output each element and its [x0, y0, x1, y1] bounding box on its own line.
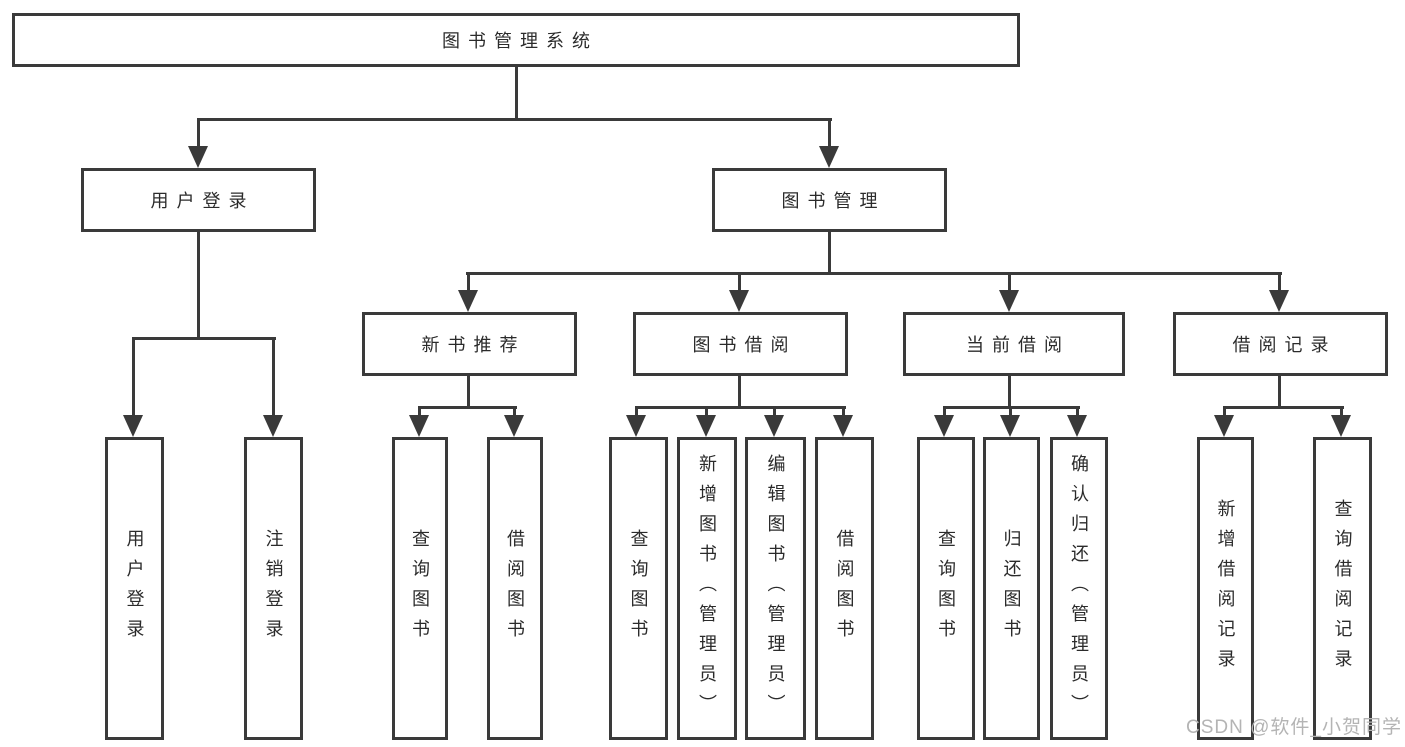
- arrow-down-icon: [1000, 409, 1021, 437]
- node-user-login: 用户登录: [81, 168, 316, 232]
- leaf-label: 查询图书: [628, 528, 649, 649]
- node-label: 新书推荐: [421, 335, 526, 355]
- leaf-edit-books-admin: 编辑图书（管理员）: [745, 437, 806, 740]
- leaf-label: 确认归还（管理员）: [1069, 453, 1089, 724]
- connector-stub: [738, 376, 741, 408]
- connector-book-management-stub: [828, 232, 831, 274]
- node-label: 图书借阅: [692, 335, 797, 355]
- leaf-label: 编辑图书（管理员）: [765, 453, 786, 724]
- leaf-borrow-books: 借阅图书: [487, 437, 543, 740]
- node-book-management: 图书管理: [712, 168, 947, 232]
- node-new-book-recommendation: 新书推荐: [362, 312, 577, 376]
- leaf-label: 用户登录: [124, 528, 145, 649]
- node-book-borrowing: 图书借阅: [633, 312, 848, 376]
- arrow-down-icon: [696, 409, 717, 437]
- leaf-confirm-return-admin: 确认归还（管理员）: [1050, 437, 1108, 740]
- connector-rail-group: [418, 406, 517, 409]
- arrow-down-icon: [626, 409, 647, 437]
- node-label: 用户登录: [150, 191, 255, 211]
- leaf-label: 新增图书（管理员）: [697, 453, 717, 724]
- node-label: 图书管理系统: [442, 31, 598, 51]
- connector-user-login-stub: [197, 232, 200, 339]
- node-label: 图书管理: [781, 191, 886, 211]
- arrow-down-icon: [458, 275, 479, 312]
- leaf-return-books: 归还图书: [983, 437, 1040, 740]
- arrow-down-icon: [819, 118, 840, 168]
- connector-root-stub: [515, 67, 518, 120]
- node-label: 借阅记录: [1232, 335, 1337, 355]
- leaf-label: 查询图书: [410, 528, 430, 649]
- leaf-user-login: 用户登录: [105, 437, 164, 740]
- arrow-down-icon: [263, 339, 284, 437]
- connector-stub: [1278, 376, 1281, 408]
- node-library-management-system: 图书管理系统: [12, 13, 1020, 67]
- leaf-label: 归还图书: [1001, 528, 1022, 649]
- arrow-down-icon: [1331, 409, 1352, 437]
- connector-rail-user-login: [132, 337, 276, 340]
- connector-rail-group: [635, 406, 846, 409]
- connector-stub: [467, 376, 470, 408]
- arrow-down-icon: [123, 339, 144, 437]
- connector-rail-group: [1223, 406, 1344, 409]
- arrow-down-icon: [999, 275, 1020, 312]
- csdn-watermark: CSDN @软件_小贺同学: [1186, 717, 1402, 738]
- arrow-down-icon: [1214, 409, 1235, 437]
- arrow-down-icon: [1269, 275, 1290, 312]
- arrow-down-icon: [833, 409, 854, 437]
- leaf-logout: 注销登录: [244, 437, 303, 740]
- arrow-down-icon: [764, 409, 785, 437]
- leaf-label: 新增借阅记录: [1215, 498, 1236, 679]
- leaf-label: 查询借阅记录: [1332, 498, 1353, 679]
- node-current-borrowing: 当前借阅: [903, 312, 1125, 376]
- leaf-add-borrow-record: 新增借阅记录: [1197, 437, 1254, 740]
- arrow-down-icon: [729, 275, 750, 312]
- connector-rail-group: [943, 406, 1080, 409]
- arrow-down-icon: [934, 409, 955, 437]
- arrow-down-icon: [188, 118, 209, 168]
- leaf-query-books: 查询图书: [609, 437, 668, 740]
- leaf-borrow-books: 借阅图书: [815, 437, 874, 740]
- node-borrowing-records: 借阅记录: [1173, 312, 1388, 376]
- leaf-add-books-admin: 新增图书（管理员）: [677, 437, 737, 740]
- leaf-query-borrow-record: 查询借阅记录: [1313, 437, 1372, 740]
- connector-stub: [1008, 376, 1011, 408]
- leaf-label: 查询图书: [936, 528, 956, 649]
- leaf-label: 借阅图书: [834, 528, 855, 649]
- node-label: 当前借阅: [966, 335, 1070, 355]
- arrow-down-icon: [1067, 409, 1088, 437]
- leaf-label: 注销登录: [263, 528, 284, 649]
- arrow-down-icon: [504, 409, 525, 437]
- leaf-label: 借阅图书: [505, 528, 525, 649]
- connector-rail-level1: [197, 118, 832, 121]
- arrow-down-icon: [409, 409, 430, 437]
- connector-rail-level2: [466, 272, 1282, 275]
- leaf-query-books: 查询图书: [392, 437, 448, 740]
- leaf-query-books: 查询图书: [917, 437, 975, 740]
